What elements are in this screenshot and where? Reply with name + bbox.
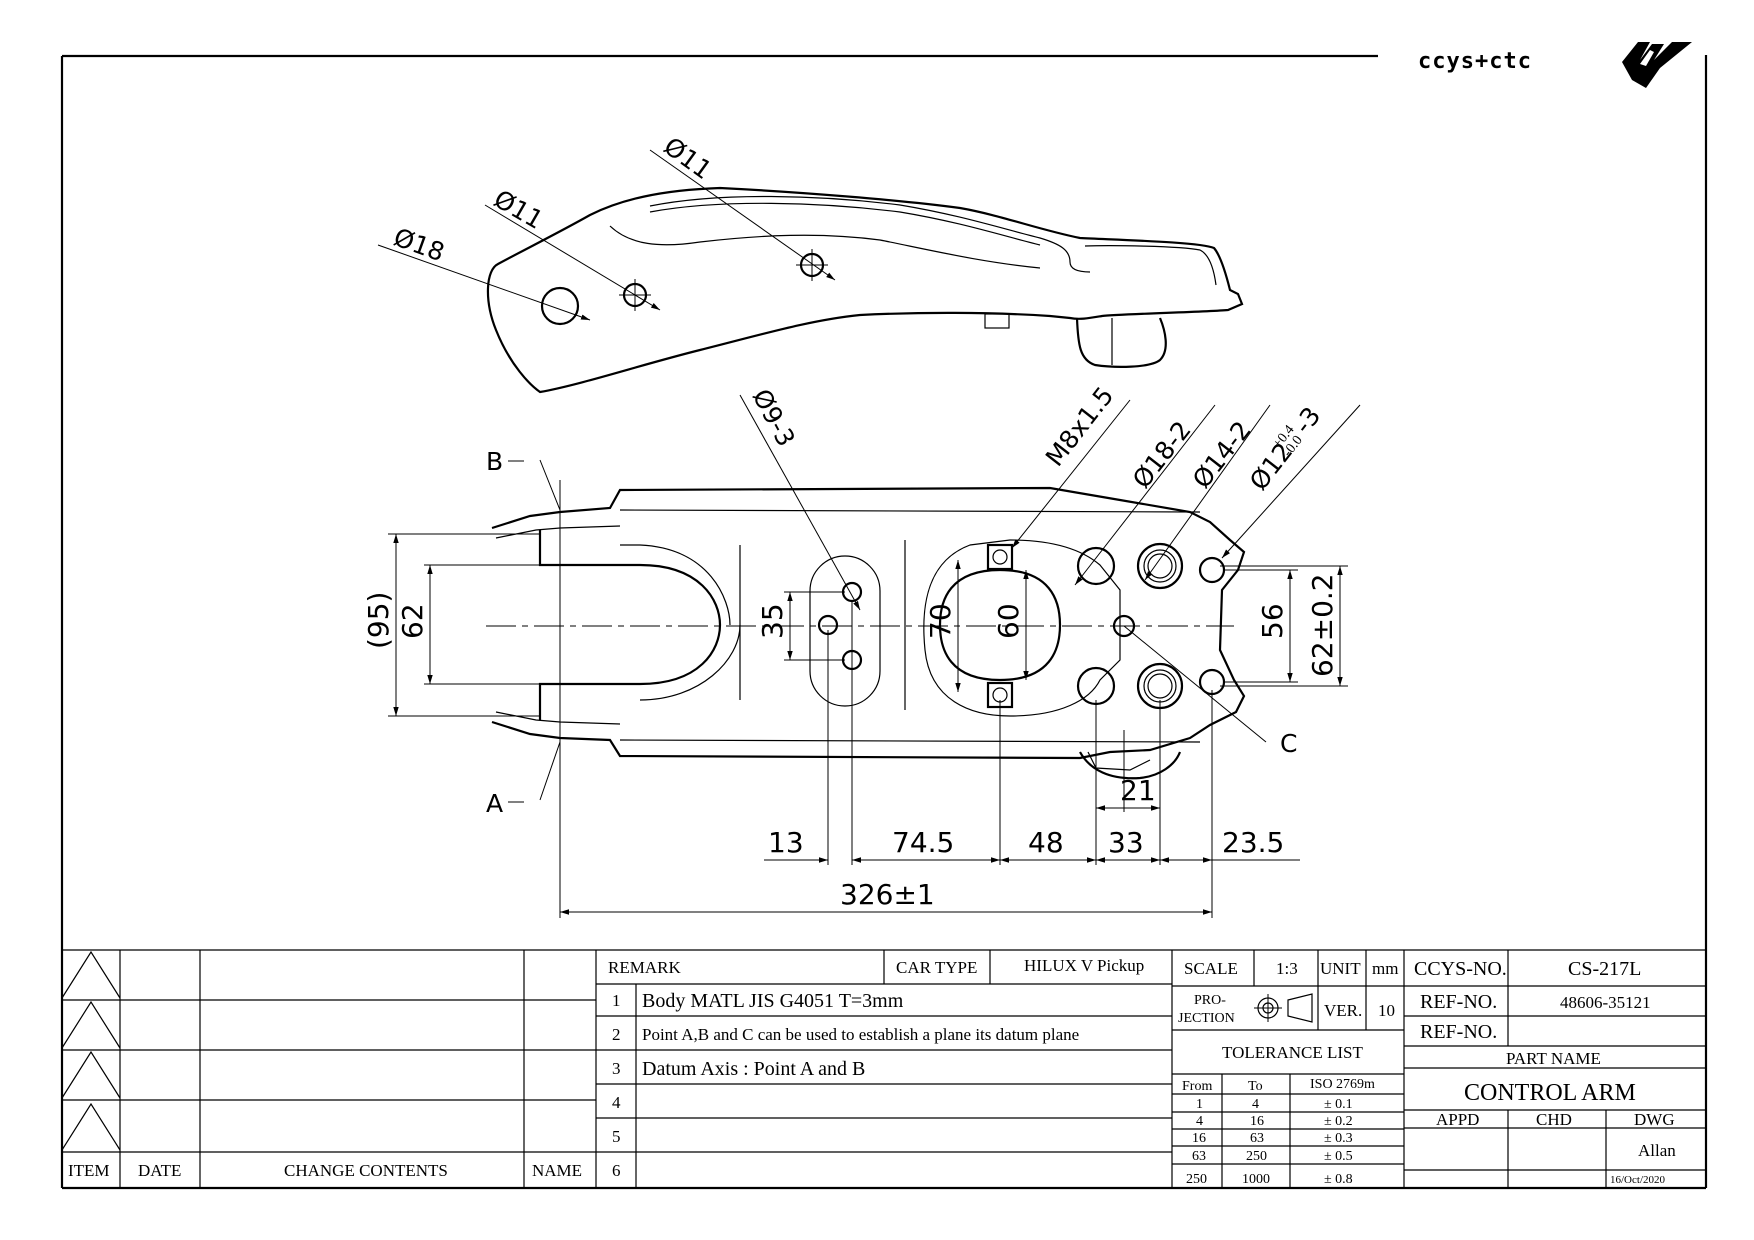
rev-header-change: CHANGE CONTENTS: [284, 1161, 448, 1180]
remark-text: Point A,B and C can be used to establish…: [642, 1025, 1079, 1044]
rev-header-item: ITEM: [68, 1161, 110, 1180]
ver-label: VER.: [1324, 1001, 1362, 1020]
ref-no-label: REF-NO.: [1420, 991, 1497, 1013]
tol-cell: ± 0.1: [1324, 1097, 1353, 1112]
side-view: Ø18 Ø11 Ø11: [377, 131, 1244, 394]
hole-18-side: [540, 286, 580, 326]
dim-48: 48: [1028, 826, 1064, 859]
revision-triangle-icon: [61, 1102, 121, 1151]
plan-view: B A C Ø9-3 M8x1.5 Ø18-2 Ø14-2 Ø12 +0.4 -…: [362, 381, 1361, 918]
title-block: ITEM DATE CHANGE CONTENTS NAME REMARK CA…: [61, 949, 1706, 1188]
tol-cell: 63: [1192, 1149, 1206, 1164]
tol-cell: 1: [1196, 1097, 1203, 1112]
tol-cell: 16: [1250, 1114, 1264, 1129]
rev-header-name: NAME: [532, 1161, 582, 1180]
tol-cell: ± 0.3: [1324, 1131, 1353, 1146]
part-name-label: PART NAME: [1506, 1049, 1601, 1068]
projection-label-1: PRO-: [1194, 993, 1226, 1008]
remark-no: 2: [612, 1025, 621, 1044]
unit-label: UNIT: [1320, 959, 1361, 978]
datum-b-label: B: [486, 447, 503, 476]
revision-triangle-icon: [61, 1000, 121, 1049]
ref-no-value: 48606-35121: [1560, 993, 1651, 1012]
remark-no: 5: [612, 1127, 621, 1146]
part-name-value: CONTROL ARM: [1464, 1080, 1636, 1106]
dim-overall-326: 326±1: [840, 878, 935, 911]
dim-13: 13: [768, 826, 804, 859]
dim-62-tol: 62±0.2: [1306, 573, 1339, 677]
logo-text: ccys+ctc: [1418, 49, 1532, 74]
tol-cell: 4: [1252, 1097, 1259, 1112]
dim-62: 62: [396, 603, 429, 639]
dim-56: 56: [1256, 603, 1289, 639]
remark-no: 4: [612, 1093, 621, 1112]
car-type-label: CAR TYPE: [896, 958, 977, 977]
dim-60: 60: [992, 603, 1025, 639]
callout-dia11a-side: Ø11: [489, 184, 548, 235]
ccys-no-value: CS-217L: [1568, 958, 1641, 980]
unit-value: mm: [1372, 959, 1398, 978]
callout-m8: M8x1.5: [1040, 381, 1120, 471]
tol-cell: ± 0.5: [1324, 1149, 1353, 1164]
revision-triangle-icon: [61, 950, 121, 999]
tol-cell: 16: [1192, 1131, 1206, 1146]
dim-35: 35: [756, 603, 789, 639]
tol-cell: 63: [1250, 1131, 1264, 1146]
dwg-date: 16/Oct/2020: [1610, 1174, 1665, 1186]
dwg-label: DWG: [1634, 1110, 1675, 1129]
tol-cell: 1000: [1242, 1172, 1270, 1187]
callout-dia9: Ø9-3: [747, 384, 801, 451]
tol-header-from: From: [1182, 1079, 1212, 1094]
tol-cell: 4: [1196, 1114, 1203, 1129]
rev-header-date: DATE: [138, 1161, 181, 1180]
dwg-name: Allan: [1638, 1141, 1676, 1160]
tol-cell: ± 0.2: [1324, 1114, 1353, 1129]
remark-no: 3: [612, 1059, 621, 1078]
tol-cell: ± 0.8: [1324, 1172, 1353, 1187]
scale-value: 1:3: [1276, 959, 1298, 978]
ref-no2-label: REF-NO.: [1420, 1021, 1497, 1043]
tolerance-title: TOLERANCE LIST: [1222, 1043, 1363, 1062]
remark-text: Datum Axis : Point A and B: [642, 1058, 865, 1080]
remark-no: 1: [612, 991, 621, 1010]
dim-74-5: 74.5: [892, 826, 954, 859]
dim-21: 21: [1120, 774, 1156, 807]
revision-triangle-icon: [61, 1050, 121, 1099]
logo-mark-icon: [1622, 42, 1692, 88]
datum-a-label: A: [486, 789, 503, 818]
scale-label: SCALE: [1184, 959, 1238, 978]
ccys-no-label: CCYS-NO.: [1414, 958, 1507, 980]
dim-70: 70: [924, 603, 957, 639]
remark-header: REMARK: [608, 958, 681, 977]
tol-cell: 250: [1186, 1172, 1207, 1187]
drawing-frame: [60, 54, 1708, 1190]
tol-header-iso: ISO 2769m: [1310, 1077, 1375, 1092]
callout-dia18-side: Ø18: [390, 222, 448, 267]
tol-header-to: To: [1248, 1079, 1263, 1094]
dim-95: (95): [362, 592, 395, 649]
remark-no: 6: [612, 1161, 621, 1180]
company-logo: ccys+ctc: [1418, 42, 1692, 88]
tol-cell: 250: [1246, 1149, 1267, 1164]
chd-label: CHD: [1536, 1110, 1572, 1129]
projection-label-2: JECTION: [1178, 1011, 1235, 1026]
appd-label: APPD: [1436, 1110, 1479, 1129]
datum-c-label: C: [1280, 729, 1297, 758]
dim-33: 33: [1108, 826, 1144, 859]
car-type-value: HILUX V Pickup: [1024, 956, 1144, 975]
third-angle-projection-icon: [1254, 993, 1313, 1023]
dim-23-5: 23.5: [1222, 826, 1284, 859]
remark-text: Body MATL JIS G4051 T=3mm: [642, 990, 904, 1012]
callout-dia18: Ø18-2: [1127, 416, 1197, 494]
ver-value: 10: [1378, 1001, 1395, 1020]
